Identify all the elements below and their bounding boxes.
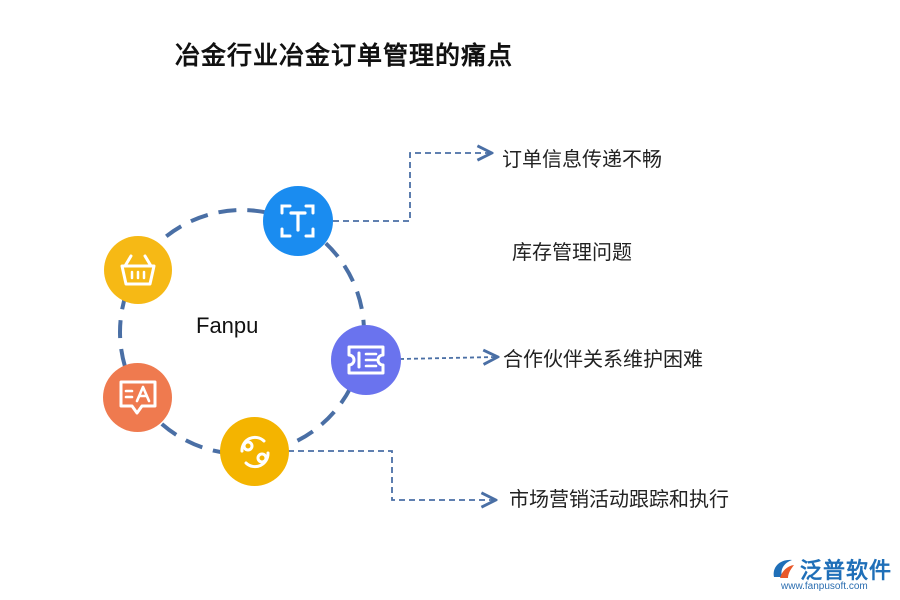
center-label: Fanpu xyxy=(196,313,259,338)
page-title: 冶金行业冶金订单管理的痛点 xyxy=(175,41,514,70)
item-label-2: 库存管理问题 xyxy=(512,240,632,264)
node-refresh-cycle[interactable] xyxy=(220,417,289,486)
list-ticket-icon xyxy=(347,345,385,375)
translate-chat-icon xyxy=(119,380,156,414)
item-label-4: 市场营销活动跟踪和执行 xyxy=(509,487,729,511)
connector-line-1 xyxy=(333,153,490,222)
item-label-3: 合作伙伴关系维护困难 xyxy=(503,347,703,371)
connector-line-3 xyxy=(288,450,494,500)
logo-text: 泛普软件 xyxy=(800,559,893,584)
node-translate-chat[interactable] xyxy=(103,363,172,432)
shopping-basket-icon xyxy=(120,254,156,286)
brand-logo: 泛普软件 xyxy=(770,553,892,585)
node-text-frame[interactable] xyxy=(263,186,333,256)
connector-line-2 xyxy=(399,357,496,359)
fanpu-logo-icon xyxy=(773,559,794,578)
refresh-cycle-icon xyxy=(240,435,269,468)
logo-url: www.fanpusoft.com xyxy=(781,581,868,592)
node-list-ticket[interactable] xyxy=(331,325,401,395)
item-label-1: 订单信息传递不畅 xyxy=(502,147,662,171)
node-basket[interactable] xyxy=(104,236,172,304)
text-frame-icon xyxy=(280,204,315,238)
